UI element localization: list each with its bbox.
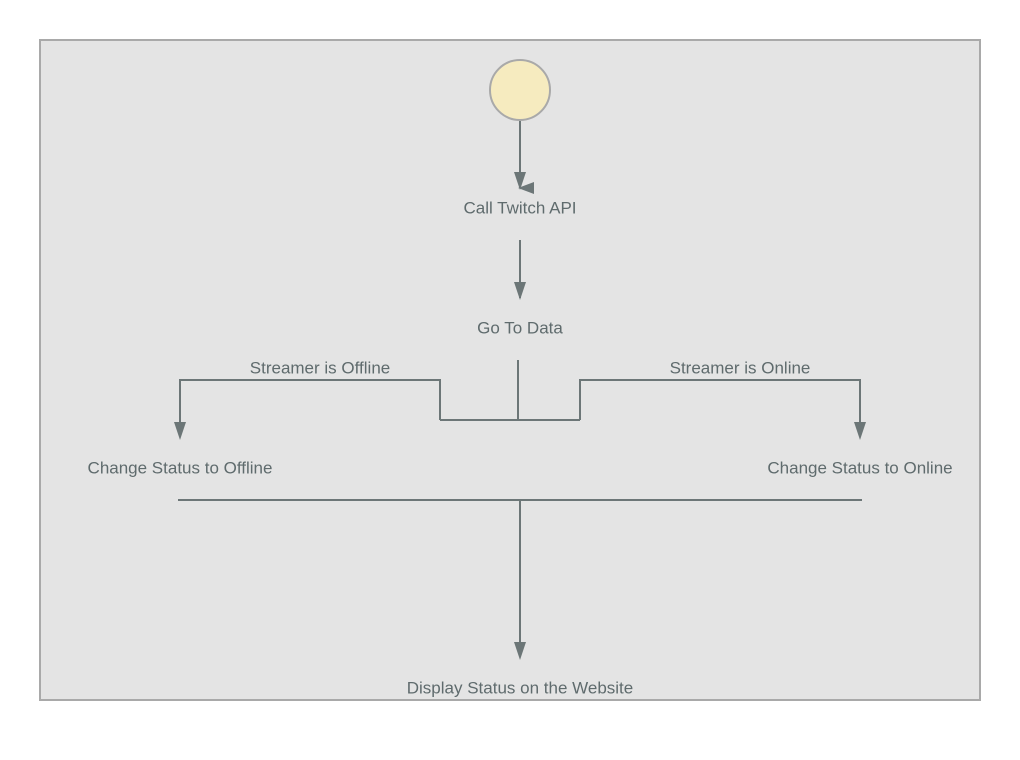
- node-change-status-online: Change Status to Online: [767, 458, 953, 478]
- start-node: [489, 59, 551, 121]
- arrowhead-display: [514, 642, 526, 660]
- arrowhead-go-to-data: [514, 282, 526, 300]
- branch-offline-connector: [179, 379, 441, 424]
- branch-online-connector: [579, 379, 861, 424]
- arrowhead-online: [854, 422, 866, 440]
- arrowhead-offline: [174, 422, 186, 440]
- node-display-status: Display Status on the Website: [406, 678, 634, 698]
- node-call-twitch-api: Call Twitch API: [463, 198, 577, 218]
- edge-label-streamer-offline: Streamer is Offline: [249, 358, 391, 378]
- diagram-frame: [39, 39, 981, 701]
- edge-label-streamer-online: Streamer is Online: [669, 358, 811, 378]
- arrowhead-call-api: [514, 172, 526, 190]
- node-go-to-data: Go To Data: [477, 318, 563, 338]
- node-change-status-offline: Change Status to Offline: [87, 458, 273, 478]
